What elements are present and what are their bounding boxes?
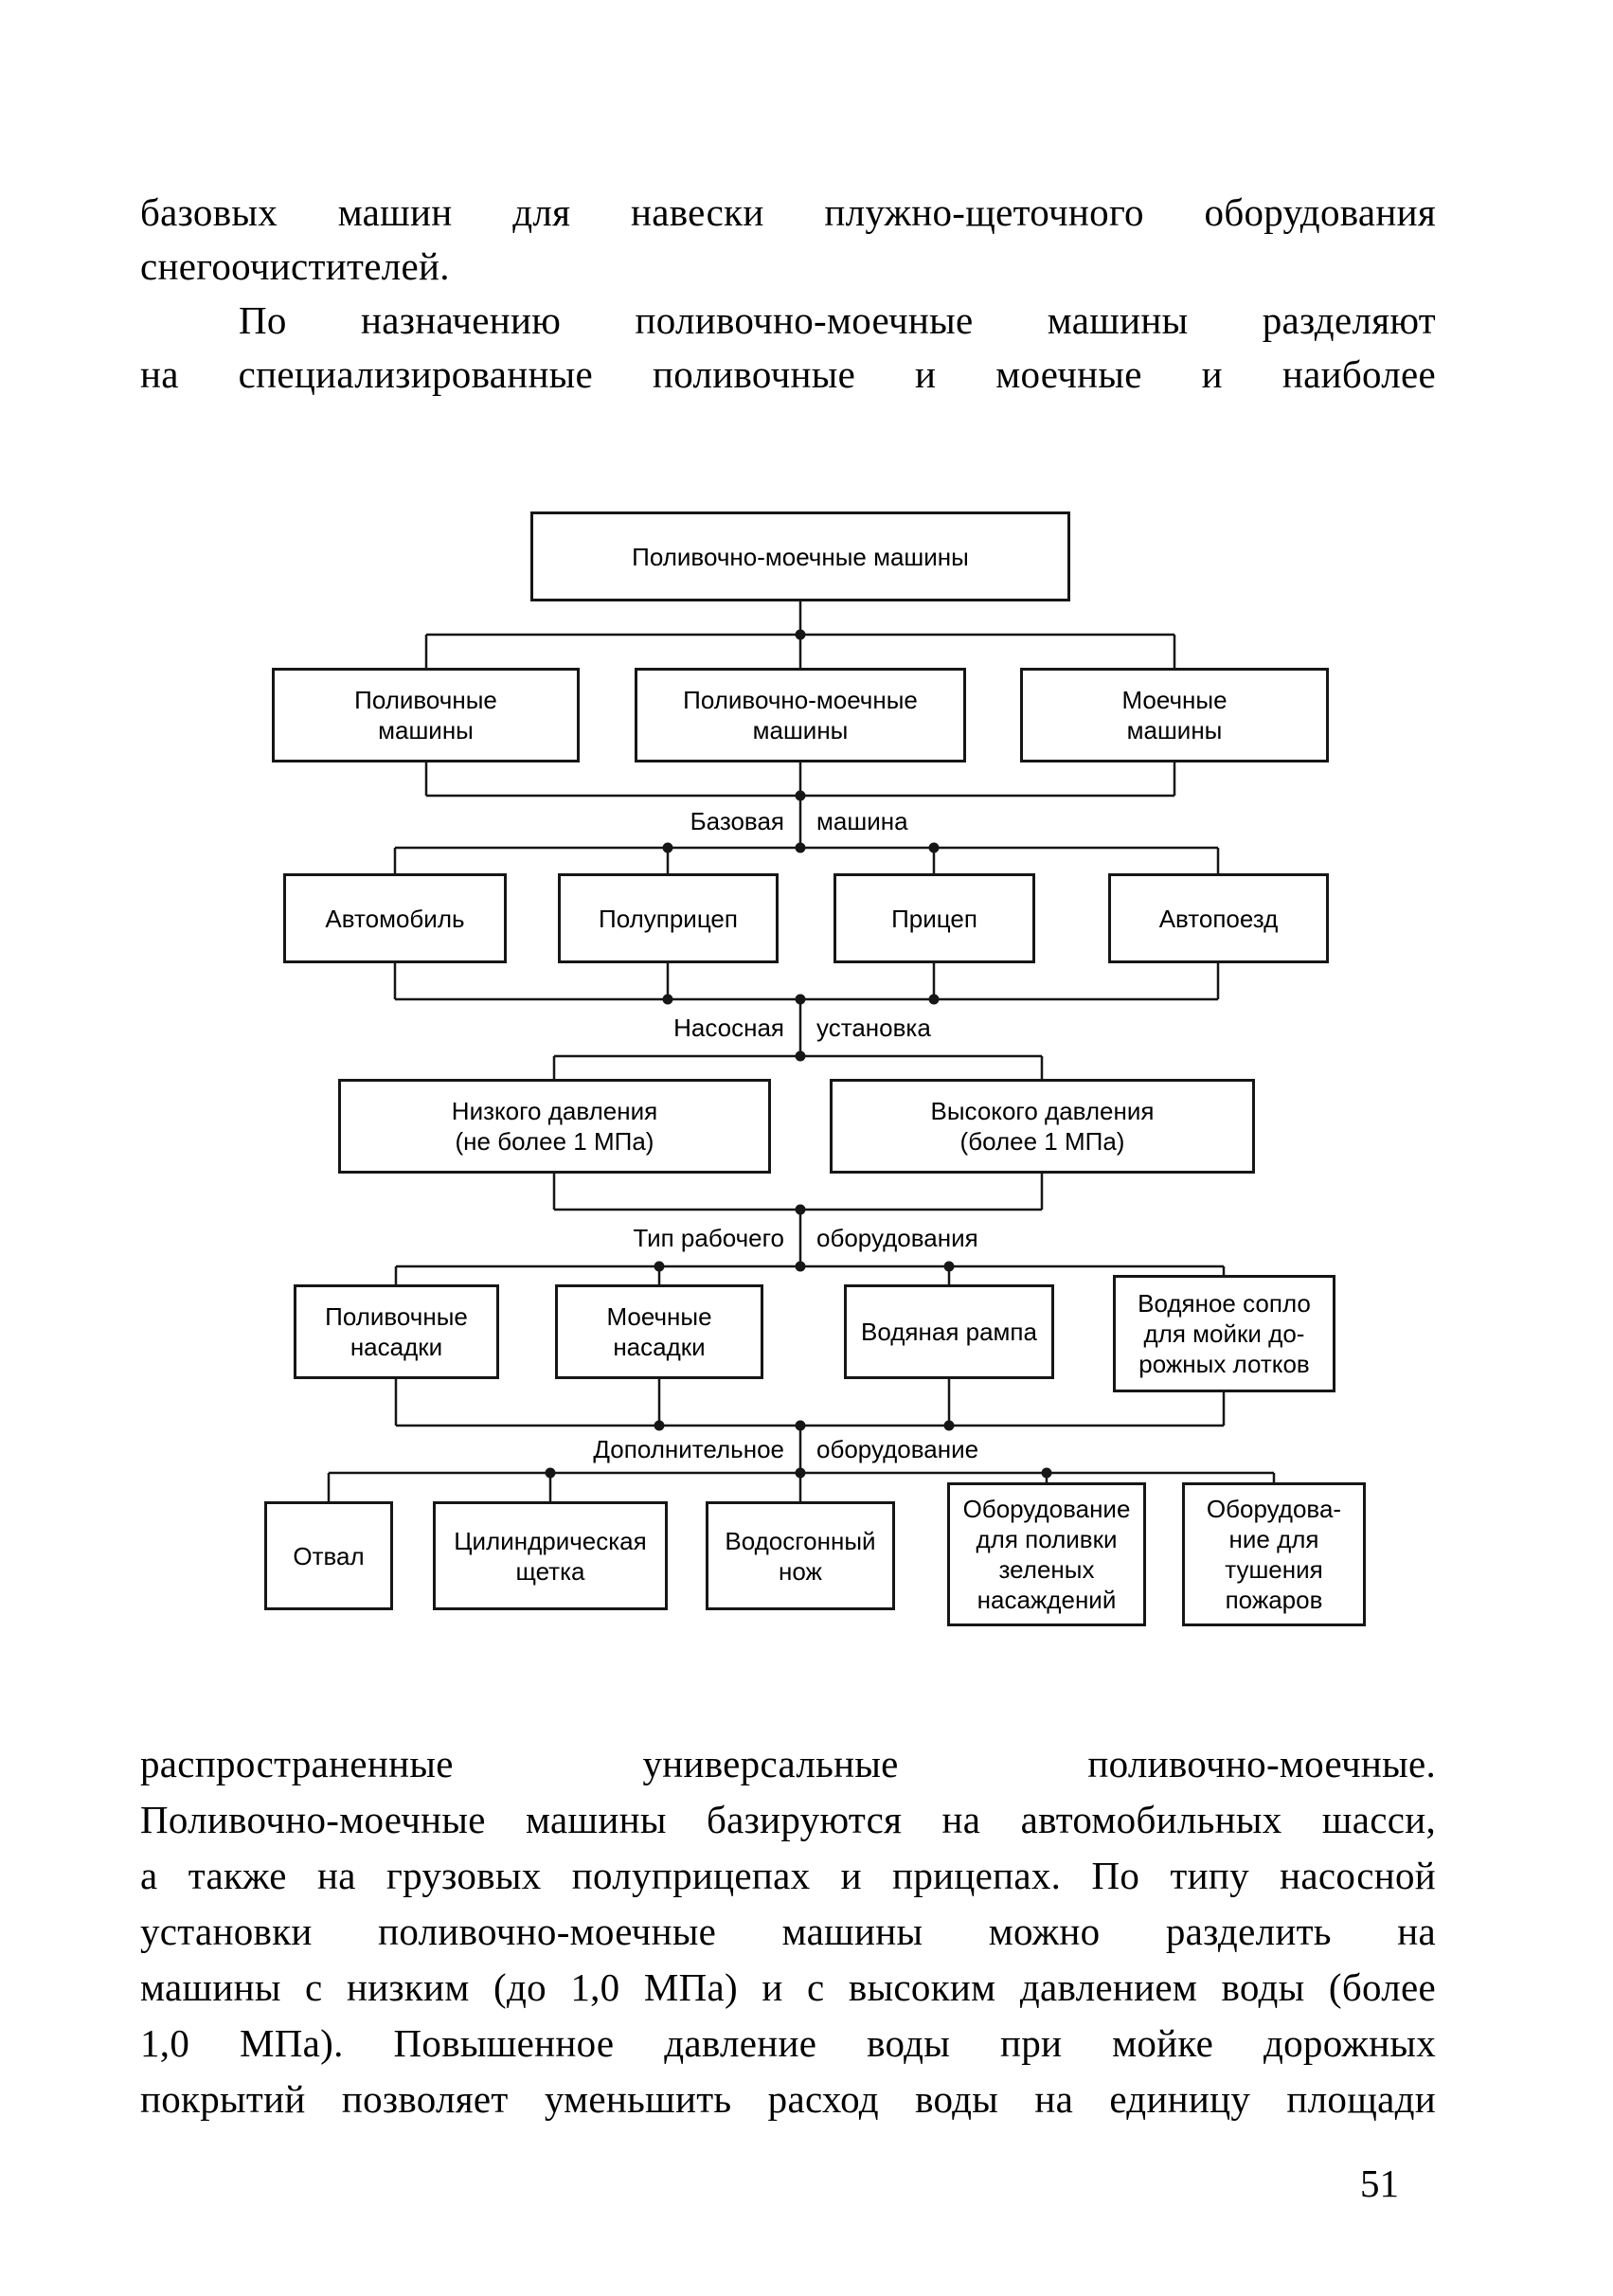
box-blade: Отвал <box>264 1501 393 1610</box>
body-text-line: покрытий позволяет уменьшить расход воды… <box>140 2077 1436 2121</box>
top-paragraph: базовых машин для навески плужно-щеточно… <box>140 186 1436 402</box>
body-text-line: Поливочно-моечные машины базируются на а… <box>140 1798 1436 1841</box>
box-label: Цилиндрическая щетка <box>454 1526 647 1586</box>
box-label: Автопоезд <box>1158 904 1279 933</box>
connector-label-left: Насосная <box>673 1013 784 1042</box>
box-label: Полуприцеп <box>599 904 738 933</box>
box-trailer: Прицеп <box>833 873 1035 963</box>
body-text-line: базовых машин для навески плужно-щеточно… <box>140 190 1436 234</box>
box-cylindrical-brush: Цилиндрическая щетка <box>433 1501 668 1610</box>
connector-label-pump-unit: Насосная установка <box>0 1012 1613 1044</box>
classification-diagram: Поливочно-моечные машины Поливочные маши… <box>0 493 1613 1714</box>
box-label: Водосгонный нож <box>725 1526 876 1586</box>
connector-label-base-machine: Базовая машина <box>0 805 1613 837</box>
connector-label-right: оборудование <box>816 1435 979 1463</box>
box-label: Поливочные машины <box>354 686 497 744</box>
connector-label-additional-equipment: Дополнительное оборудование <box>0 1433 1613 1465</box>
box-washing-machines: Моечные машины <box>1020 668 1329 762</box>
box-water-ramp: Водяная рампа <box>844 1284 1054 1379</box>
junction-dots <box>545 629 1052 1479</box>
box-label: Высокого давления (более 1 МПа) <box>930 1097 1155 1156</box>
connector-label-left: Дополнительное <box>593 1435 784 1463</box>
connector-label-left: Базовая <box>690 807 784 835</box>
box-label: Оборудование для поливки зеленых насажде… <box>962 1495 1131 1614</box>
body-text-line: По назначению поливочно-моечные машины р… <box>239 298 1436 342</box>
body-text-line: установки поливочно-моечные машины можно… <box>140 1910 1436 1953</box>
box-watering-washing-machines: Поливочно-моечные машины <box>635 668 966 762</box>
box-watering-washing-machines-root: Поливочно-моечные машины <box>530 511 1070 601</box>
box-label: Поливочно-моечные машины <box>632 542 969 571</box>
box-label: Оборудова- ние для тушения пожаров <box>1206 1495 1342 1614</box>
connector-label-working-equipment: Тип рабочего оборудования <box>0 1222 1613 1254</box>
box-label: Автомобиль <box>325 904 465 933</box>
box-low-pressure: Низкого давления (не более 1 МПа) <box>338 1079 771 1174</box>
body-text-line: а также на грузовых полуприцепах и прице… <box>140 1854 1436 1897</box>
box-water-squeegee-knife: Водосгонный нож <box>706 1501 895 1610</box>
box-label: Прицеп <box>891 904 977 933</box>
box-automobile: Автомобиль <box>283 873 507 963</box>
connector-label-right: установка <box>816 1013 931 1042</box>
box-label: Поливочные насадки <box>325 1302 468 1361</box>
body-text-line: снегоочистителей. <box>140 244 450 288</box>
box-road-train: Автопоезд <box>1108 873 1329 963</box>
box-high-pressure: Высокого давления (более 1 МПа) <box>830 1079 1255 1174</box>
box-label: Моечные насадки <box>606 1302 712 1361</box>
box-label: Водяное сопло для мойки до- рожных лотко… <box>1138 1289 1311 1378</box>
box-watering-nozzles: Поливочные насадки <box>294 1284 499 1379</box>
connector-label-right: машина <box>816 807 908 835</box>
box-fire-fighting-equipment: Оборудова- ние для тушения пожаров <box>1182 1482 1366 1626</box>
box-label: Отвал <box>293 1541 365 1570</box>
box-label: Поливочно-моечные машины <box>683 686 918 744</box>
connector-label-left: Тип рабочего <box>633 1224 784 1252</box>
box-watering-machines: Поливочные машины <box>272 668 580 762</box>
body-text-line: распространенные универсальные поливочно… <box>140 1742 1436 1785</box>
body-text-line: машины с низким (до 1,0 МПа) и с высоким… <box>140 1965 1436 2009</box>
box-label: Моечные машины <box>1121 686 1228 744</box>
body-text-line: на специализированные поливочные и моечн… <box>140 352 1436 396</box>
page-number: 51 <box>1360 2161 1399 2205</box>
box-green-planting-watering-equipment: Оборудование для поливки зеленых насажде… <box>947 1482 1146 1626</box>
box-washing-nozzles: Моечные насадки <box>555 1284 763 1379</box>
box-semitrailer: Полуприцеп <box>558 873 779 963</box>
box-label: Низкого давления (не более 1 МПа) <box>451 1097 658 1156</box>
bottom-paragraph: распространенные универсальные поливочно… <box>140 1736 1436 2127</box>
diagram-connector-lines <box>327 601 1276 1501</box>
body-text-line: 1,0 МПа). Повышенное давление воды при м… <box>140 2021 1436 2065</box>
connector-label-right: оборудования <box>816 1224 978 1252</box>
box-label: Водяная рампа <box>861 1318 1037 1346</box>
box-water-jet-for-gutters: Водяное сопло для мойки до- рожных лотко… <box>1113 1275 1335 1392</box>
